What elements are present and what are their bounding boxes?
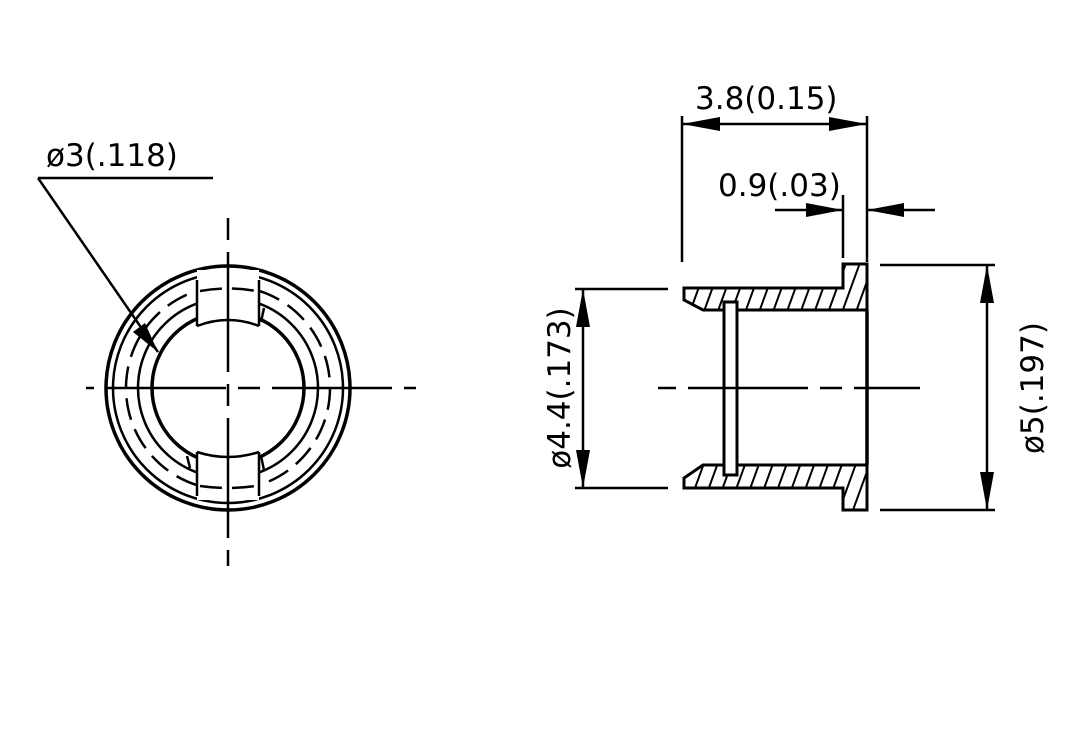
outer-diameter-dimension (880, 263, 995, 512)
flange-dimension (775, 195, 935, 258)
side-view: 3.8(0.15) 0.9(.03) ø4.4(.173) ø5(.197) (542, 81, 1051, 512)
section-top (682, 262, 869, 312)
length-dimension (680, 116, 869, 262)
diameter-leader (36, 176, 213, 353)
outer-diameter-label: ø5(.197) (1015, 322, 1051, 454)
tab-top (195, 270, 266, 330)
section-bottom (682, 463, 869, 512)
length-label: 3.8(0.15) (695, 81, 838, 117)
tab-bottom (185, 450, 266, 500)
inner-diameter-dimension (575, 287, 668, 490)
front-diameter-label: ø3(.118) (46, 138, 178, 174)
front-view: ø3(.118) (36, 138, 416, 566)
flange-label: 0.9(.03) (718, 168, 841, 204)
inner-diameter-label: ø4.4(.173) (542, 307, 578, 468)
